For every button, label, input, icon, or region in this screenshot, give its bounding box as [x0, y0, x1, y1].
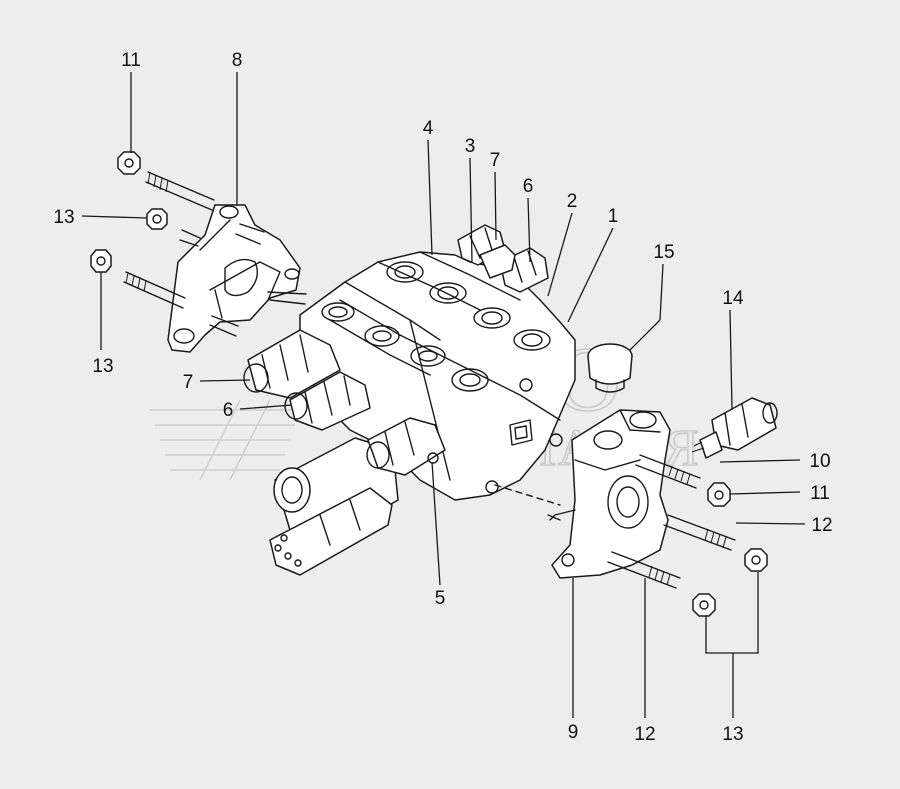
spool-caps-top [457, 224, 549, 293]
part-5-solenoid [269, 417, 446, 576]
callout-labels: 11 8 13 13 4 3 7 6 2 1 15 14 7 6 10 11 1… [53, 50, 832, 745]
callout-13-left: 13 [53, 207, 74, 228]
nut-13-bottom-a [744, 548, 768, 572]
callout-1: 1 [608, 206, 619, 227]
port-holes [321, 261, 551, 392]
callout-7-top: 7 [490, 150, 501, 171]
callout-8: 8 [232, 50, 243, 71]
callout-9: 9 [568, 722, 579, 743]
callout-2: 2 [567, 191, 578, 212]
callout-6-top: 6 [523, 176, 534, 197]
callout-4: 4 [423, 118, 434, 139]
valve-body [299, 251, 576, 501]
callout-11-right: 11 [810, 483, 830, 504]
callout-13-left-low: 13 [92, 356, 113, 377]
callout-5: 5 [435, 588, 446, 609]
callout-7-left: 7 [183, 372, 194, 393]
spool-caps-left [243, 329, 371, 431]
callout-10: 10 [809, 451, 830, 472]
part-9-end-block [549, 409, 671, 579]
nut-13-left-low [90, 249, 112, 273]
nut-11-right [707, 482, 731, 507]
callout-3: 3 [465, 136, 476, 157]
stud-10 [635, 454, 701, 489]
callout-11-top: 11 [121, 50, 141, 71]
tie-rod-dashed [494, 484, 561, 521]
leader-lines [81, 72, 806, 718]
callout-15: 15 [653, 242, 674, 263]
callout-12-right: 12 [811, 515, 832, 536]
part-15-plug [587, 343, 633, 393]
watermark-logo [150, 399, 300, 481]
part-8-end-cover [123, 171, 307, 353]
stud-12-right [663, 514, 736, 551]
nut-13-left [146, 208, 168, 230]
stud-12-bottom [607, 551, 681, 589]
callout-12-bottom: 12 [634, 724, 655, 745]
part-14-sensor [691, 397, 778, 459]
nut-11-top [117, 151, 141, 175]
callout-13-bottom: 13 [722, 724, 743, 745]
callout-6-left: 6 [223, 400, 234, 421]
callout-14: 14 [722, 288, 744, 309]
nut-13-bottom-b [692, 593, 716, 617]
